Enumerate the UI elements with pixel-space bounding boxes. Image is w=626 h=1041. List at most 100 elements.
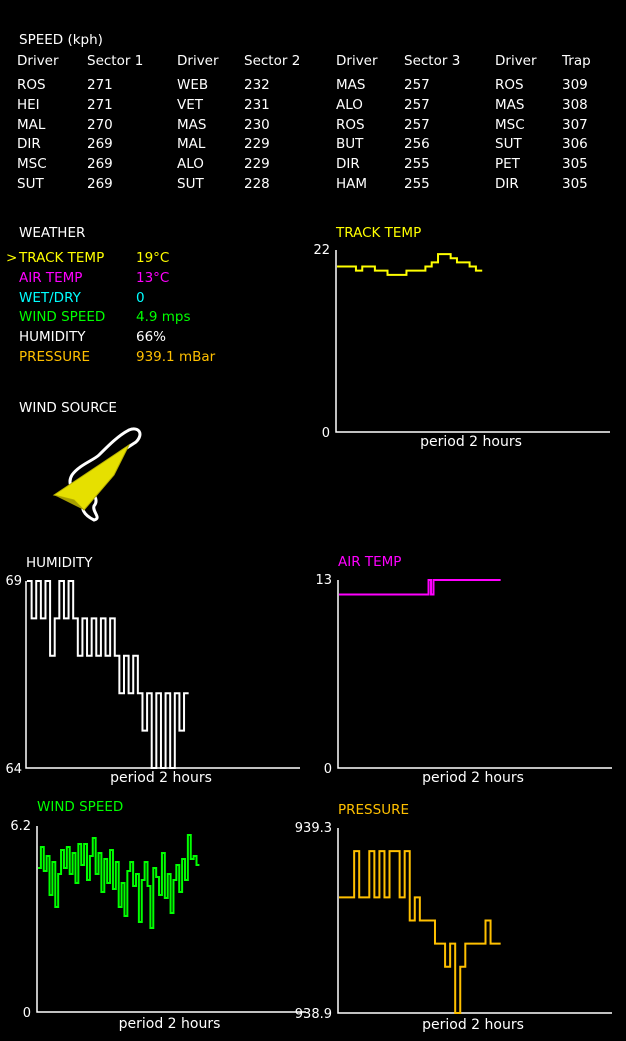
speed-value: 256: [404, 136, 430, 153]
driver-code: ALO: [336, 96, 363, 113]
speed-value: 309: [562, 77, 588, 93]
speed-value: 305: [562, 176, 588, 192]
speed-value: 229: [244, 156, 270, 173]
driver-code: MAS: [336, 77, 366, 93]
sector-header: Sector 2: [244, 53, 301, 69]
weather-label: HUMIDITY: [19, 329, 86, 346]
speed-value: 232: [244, 77, 270, 93]
driver-code: MSC: [495, 116, 525, 133]
x-axis-label: period 2 hours: [422, 770, 524, 786]
driver-code: SUT: [177, 176, 204, 192]
y-min-tick: 0: [322, 426, 330, 441]
driver-code: SUT: [17, 176, 44, 192]
speed-value: 271: [87, 96, 113, 113]
speed-value: 229: [244, 136, 270, 153]
driver-code: PET: [495, 156, 520, 173]
weather-value: 939.1 mBar: [136, 349, 216, 365]
weather-value: 66%: [136, 329, 167, 346]
weather-label: WIND SPEED: [19, 309, 106, 326]
speed-value: 307: [562, 116, 588, 133]
speed-value: 308: [562, 96, 588, 113]
weather-row[interactable]: HUMIDITY 66%: [0, 331, 300, 351]
driver-code: ROS: [336, 116, 365, 133]
wind-speed-chart-title: WIND SPEED: [37, 799, 124, 815]
weather-value: 13°C: [136, 269, 170, 286]
weather-label: WET/DRY: [19, 289, 81, 306]
speed-value: 257: [404, 96, 430, 113]
x-axis-label: period 2 hours: [420, 434, 522, 450]
y-max-tick: 6.2: [10, 819, 31, 834]
weather-row[interactable]: WIND SPEED 4.9 mps: [0, 311, 300, 331]
driver-code: MSC: [17, 156, 47, 173]
driver-code: WEB: [177, 77, 209, 93]
driver-code: MAL: [17, 116, 46, 133]
driver-code: SUT: [495, 136, 522, 153]
speed-value: 255: [404, 176, 430, 192]
x-axis-label: period 2 hours: [119, 1016, 221, 1032]
wind-arrow-icon: [52, 443, 131, 511]
weather-value: 0: [136, 289, 145, 306]
weather-value: 4.9 mps: [136, 309, 191, 326]
speed-value: 269: [87, 156, 113, 173]
driver-code: VET: [177, 96, 204, 113]
driver-code: BUT: [336, 136, 364, 153]
sector-header: Trap: [562, 53, 591, 69]
weather-label: AIR TEMP: [19, 269, 83, 286]
driver-code: MAS: [495, 96, 525, 113]
driver-header: Driver: [336, 53, 378, 69]
speed-value: 257: [404, 116, 430, 133]
y-min-tick: 0: [324, 762, 332, 777]
speed-value: 228: [244, 176, 270, 192]
air-temp-chart-title: AIR TEMP: [338, 554, 402, 570]
wind-source-map: [52, 427, 142, 522]
series-line: [337, 253, 483, 276]
x-axis-label: period 2 hours: [422, 1017, 524, 1033]
speed-value: 271: [87, 77, 113, 93]
wind-speed-chart: 6.2 0 period 2 hours: [10, 819, 306, 1032]
speed-value: 255: [404, 156, 430, 173]
series-line: [339, 850, 501, 1014]
track-temp-chart: 22 0 period 2 hours: [313, 243, 610, 450]
y-min-tick: 0: [23, 1006, 31, 1021]
speed-value: 257: [404, 77, 430, 93]
driver-header: Driver: [177, 53, 219, 69]
speed-value: 270: [87, 116, 113, 133]
air-temp-chart: 13 0 period 2 hours: [315, 573, 612, 786]
driver-code: MAS: [177, 116, 207, 133]
y-min-tick: 64: [5, 762, 22, 777]
speed-title: SPEED (kph): [19, 32, 103, 48]
weather-row[interactable]: WET/DRY 0: [0, 289, 300, 312]
driver-code: DIR: [495, 176, 519, 192]
y-max-tick: 22: [313, 243, 330, 258]
driver-code: HAM: [336, 176, 368, 192]
weather-title: WEATHER: [19, 225, 86, 241]
speed-value: 305: [562, 156, 588, 173]
driver-code: ALO: [177, 156, 204, 173]
weather-row[interactable]: AIR TEMP 13°C: [0, 269, 300, 292]
series-line: [339, 579, 501, 596]
driver-code: MAL: [177, 136, 206, 153]
track-temp-chart-title: TRACK TEMP: [336, 225, 422, 241]
sector-header: Sector 3: [404, 53, 461, 69]
driver-code: DIR: [336, 156, 360, 173]
humidity-chart-title: HUMIDITY: [26, 555, 93, 571]
driver-header: Driver: [17, 53, 59, 69]
series-line: [27, 580, 189, 769]
speed-value: 231: [244, 96, 270, 113]
weather-value: 19°C: [136, 250, 170, 266]
y-max-tick: 13: [315, 573, 332, 588]
y-min-tick: 938.9: [295, 1007, 332, 1022]
sector-header: Sector 1: [87, 53, 144, 69]
speed-value: 230: [244, 116, 270, 133]
driver-header: Driver: [495, 53, 537, 69]
chart-axis: [337, 828, 612, 1014]
speed-value: 306: [562, 136, 588, 153]
driver-code: ROS: [495, 77, 524, 93]
wind-source-title: WIND SOURCE: [19, 400, 117, 416]
x-axis-label: period 2 hours: [110, 770, 212, 786]
series-line: [38, 834, 200, 929]
